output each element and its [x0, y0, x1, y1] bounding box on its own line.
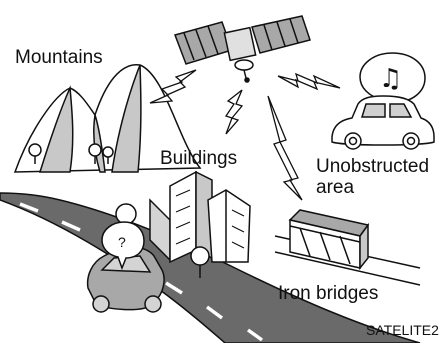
buildings — [115, 170, 251, 278]
label-iron-bridges: Iron bridges — [278, 283, 379, 304]
figure-code: SATELITE2 — [366, 322, 439, 338]
label-unobstructed-line1: Unobstructed — [316, 156, 430, 177]
road-dashes — [19, 202, 264, 342]
music-note-icon: ♫ — [379, 64, 402, 94]
signal-to-mountains — [149, 69, 197, 104]
signal-to-area — [267, 95, 303, 201]
building-windows — [175, 189, 245, 249]
question-bubble — [101, 221, 145, 271]
iron-bridge — [274, 209, 421, 286]
label-buildings: Buildings — [160, 148, 238, 169]
label-mountains: Mountains — [15, 47, 103, 68]
car-on-road — [86, 245, 165, 313]
satellite-icon — [174, 15, 311, 83]
car-icon — [331, 95, 435, 150]
zigzag-signal-icon — [149, 69, 341, 201]
mountains — [13, 64, 202, 173]
signal-to-car — [277, 72, 341, 91]
label-unobstructed-area: Unobstructed area — [316, 156, 429, 198]
mountain-tree-1 — [28, 143, 42, 164]
question-icon: ? — [118, 234, 126, 250]
label-unobstructed-line2: area — [316, 177, 355, 198]
signal-to-buildings — [224, 89, 244, 135]
mountain-tree-2 — [88, 143, 114, 164]
